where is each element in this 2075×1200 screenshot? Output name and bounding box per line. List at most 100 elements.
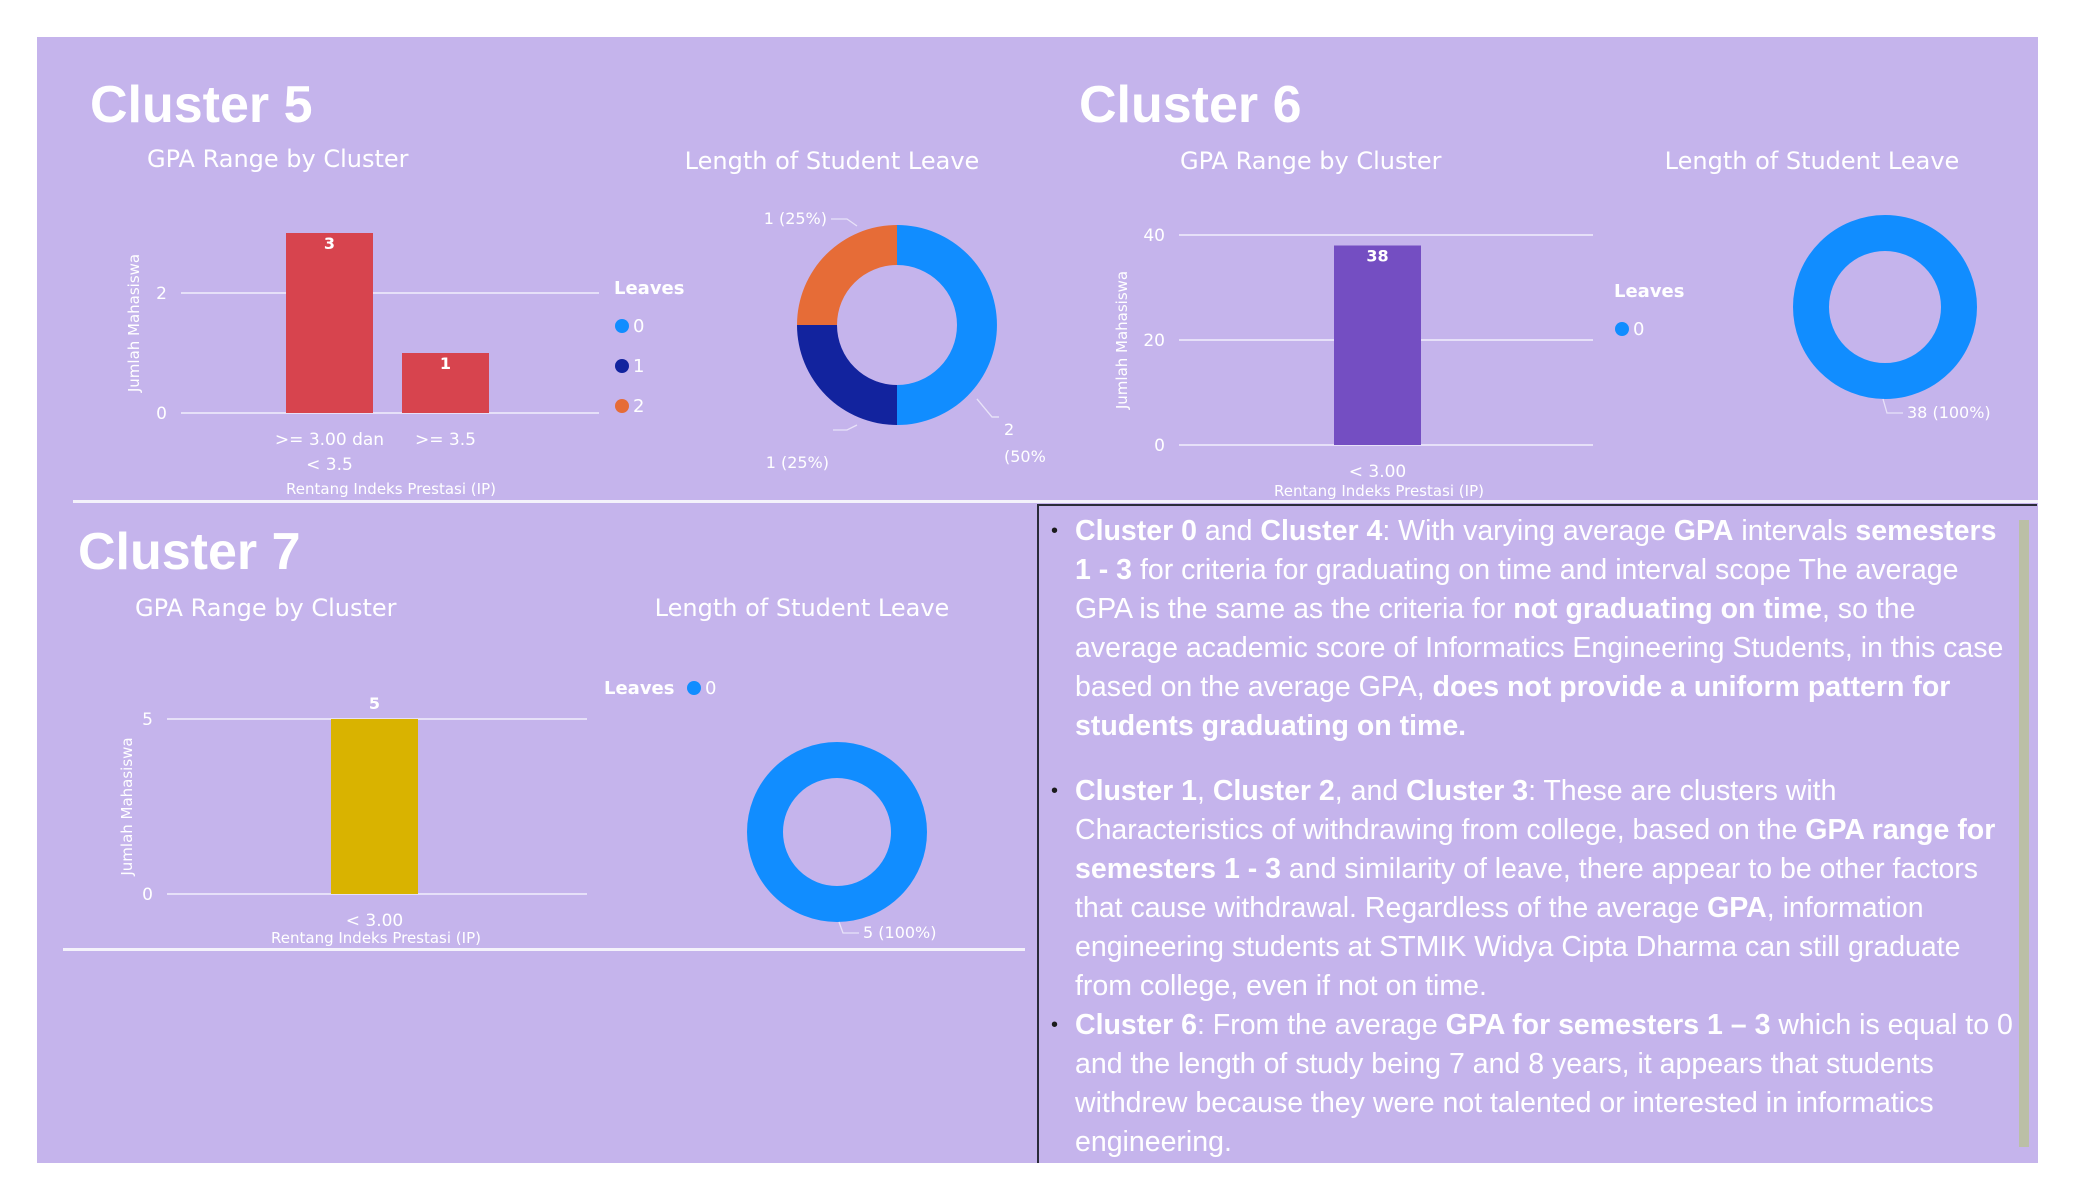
leader-line [1882, 398, 1903, 414]
body-text: and [1196, 515, 1261, 547]
cluster-5-bar-chart: 0 2 Jumlah Mahasiswa 3 >= 3.00 dan < 3.5 1 >= 3… [125, 233, 599, 498]
legend-title: Leaves [1614, 281, 1684, 302]
emphasis-text: Cluster 0 [1075, 515, 1197, 547]
leader-line [831, 218, 858, 227]
data-label: 2 [1004, 420, 1014, 439]
legend-label: 0 [705, 678, 716, 699]
data-label: 5 (100%) [863, 923, 937, 942]
y-tick-label: 0 [142, 885, 153, 905]
legend-title: Leaves [614, 278, 684, 299]
body-text: , so the average academic score of Infor… [1075, 593, 2004, 703]
cluster-7-donut-title: Length of Student Leave [654, 594, 950, 622]
cluster-6-bar-title: GPA Range by Cluster [1180, 147, 1442, 175]
leader-line [976, 398, 999, 418]
bar [331, 719, 418, 894]
legend-label: 0 [1633, 319, 1644, 340]
leader-line [838, 921, 859, 934]
x-axis-label: Rentang Indeks Prestasi (IP) [1274, 482, 1484, 500]
donut-slice [1793, 215, 1977, 399]
body-text: : From the average [1196, 1009, 1446, 1041]
data-label: 1 (25%) [764, 209, 827, 228]
cluster-7-title: Cluster 7 [78, 523, 301, 581]
x-tick-label: >= 3.5 [415, 430, 476, 450]
legend-swatch [615, 399, 629, 413]
emphasis-text: Cluster 1 [1075, 775, 1197, 807]
emphasis-text: Cluster 3 [1406, 775, 1529, 807]
leader-line [976, 398, 999, 418]
y-axis-label: Jumlah Mahasiswa [118, 737, 136, 876]
x-tick-label: < 3.00 [346, 911, 404, 931]
bar-value-label: 1 [440, 354, 451, 373]
cluster-6-title: Cluster 6 [1079, 76, 1302, 134]
cluster-7-bar-title: GPA Range by Cluster [135, 594, 397, 622]
body-text: : With varying average [1382, 515, 1674, 547]
data-label: (50%) [1004, 447, 1047, 466]
legend-label: 2 [633, 396, 644, 417]
y-tick-label: 5 [142, 710, 153, 730]
body-text: , [1196, 775, 1213, 807]
cluster-6-donut-title: Length of Student Leave [1664, 147, 1960, 175]
x-tick-label: >= 3.00 dan [275, 430, 384, 450]
divider-top [73, 500, 2038, 503]
emphasis-text: Cluster 6 [1075, 1009, 1197, 1041]
legend-label: 1 [633, 356, 644, 377]
body-text: and similarity of leave, there appear to… [1075, 853, 1979, 924]
y-axis-label: Jumlah Mahasiswa [1113, 271, 1131, 410]
emphasis-text: Cluster 2 [1212, 775, 1335, 807]
cluster-5-donut-chart: Leaves 0 1 2 2 (50%) 1 (25%) 1 (25%) [614, 209, 1047, 472]
x-tick-label: < 3.5 [306, 455, 353, 475]
textbox-scrollbar[interactable] [2019, 520, 2029, 1147]
leader-line [833, 424, 858, 431]
legend-title: Leaves [604, 678, 674, 699]
bar [1334, 245, 1421, 445]
y-tick-label: 40 [1143, 226, 1165, 246]
y-axis-label: Jumlah Mahasiswa [125, 254, 143, 393]
body-text: intervals [1733, 515, 1856, 547]
insight-item: Cluster 1, Cluster 2, and Cluster 3: The… [1051, 772, 2015, 1006]
donut-slice [897, 225, 997, 425]
x-axis-label: Rentang Indeks Prestasi (IP) [271, 929, 481, 947]
donut-slice [797, 225, 897, 325]
legend-swatch [687, 681, 701, 695]
insight-item: Cluster 6: From the average GPA for seme… [1051, 1006, 2015, 1162]
body-text: which is equal to 0 and the length of st… [1075, 1009, 2013, 1158]
emphasis-text: GPA [1673, 515, 1734, 547]
x-tick-label: < 3.00 [1349, 462, 1407, 482]
cluster-5-donut-title: Length of Student Leave [684, 147, 980, 175]
legend-label: 0 [633, 316, 644, 337]
emphasis-text: Cluster 4 [1260, 515, 1383, 547]
emphasis-text: semesters 1 - 3 [1075, 515, 1997, 586]
insights-textbox[interactable]: Cluster 0 and Cluster 4: With varying av… [1037, 504, 2037, 1163]
body-text: , information engineering students at ST… [1075, 892, 1961, 1002]
emphasis-text: not graduating on time [1513, 593, 1822, 625]
bar-value-label: 5 [369, 694, 380, 713]
divider-bottom [63, 948, 1025, 951]
data-label: 1 (25%) [766, 453, 829, 472]
y-tick-label: 2 [156, 284, 167, 304]
body-text: , and [1334, 775, 1407, 807]
y-tick-label: 0 [1154, 436, 1165, 456]
insights-list: Cluster 0 and Cluster 4: With varying av… [1051, 512, 2015, 1162]
data-label: 38 (100%) [1907, 403, 1991, 422]
emphasis-text: does not provide a uniform pattern for s… [1075, 671, 1951, 742]
cluster-6-donut-chart: Leaves 0 38 (100%) [1614, 215, 1991, 422]
insight-item: Cluster 0 and Cluster 4: With varying av… [1051, 512, 2015, 746]
cluster-7-donut-chart: Leaves 0 5 (100%) [604, 678, 937, 942]
body-text: : These are clusters with Characteristic… [1075, 775, 1837, 846]
donut-slice [747, 742, 927, 922]
bar [286, 233, 373, 413]
legend-swatch [1615, 322, 1629, 336]
emphasis-text: GPA [1707, 892, 1767, 924]
cluster-5-title: Cluster 5 [90, 76, 313, 134]
cluster-5-bar-title: GPA Range by Cluster [147, 145, 409, 173]
y-tick-label: 0 [156, 404, 167, 424]
x-axis-label: Rentang Indeks Prestasi (IP) [286, 480, 496, 498]
legend-swatch [615, 359, 629, 373]
bar-value-label: 3 [324, 234, 335, 253]
y-tick-label: 20 [1143, 331, 1165, 351]
donut-slice [797, 325, 897, 425]
emphasis-text: GPA for semesters 1 – 3 [1445, 1009, 1771, 1041]
